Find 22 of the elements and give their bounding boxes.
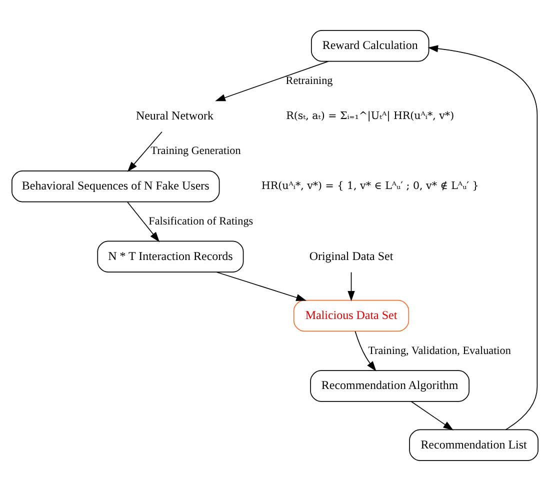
arrow bbox=[215, 60, 329, 102]
arrow bbox=[428, 45, 538, 430]
node-box: Reward Calculation bbox=[310, 30, 430, 62]
arrow bbox=[348, 272, 355, 302]
arrow bbox=[127, 131, 162, 172]
node-box: N * T Interaction Records bbox=[97, 240, 244, 272]
arrow bbox=[216, 272, 306, 301]
node-box: Malicious Data Set bbox=[293, 300, 410, 332]
edge-label: Falsification of Ratings bbox=[148, 215, 254, 228]
node-box: Recommendation Algorithm bbox=[310, 370, 470, 402]
label: HR(uᴬᵢ*, v*) = { 1, v* ∈ Lᴬᵤ′ ; 0, v* ∉ Lᴬᵤ′ } bbox=[261, 180, 479, 192]
label: R(sₜ, aₜ) = Σᵢ₌₁^|Uₜᴬ| HR(uᴬᵢ*, v*) bbox=[286, 110, 454, 122]
arrow bbox=[127, 202, 160, 242]
node-box: Behavioral Sequences of N Fake Users bbox=[12, 170, 220, 202]
node-text: Neural Network bbox=[136, 108, 214, 122]
arrow bbox=[410, 401, 454, 430]
arrow bbox=[354, 330, 376, 372]
edge-label: Training Generation bbox=[150, 145, 241, 158]
edge-label: Training, Validation, Evaluation bbox=[368, 344, 511, 357]
node-text: Original Data Set bbox=[309, 248, 394, 263]
node-box: Recommendation List bbox=[409, 429, 538, 461]
edge-label: Retraining bbox=[286, 74, 333, 87]
